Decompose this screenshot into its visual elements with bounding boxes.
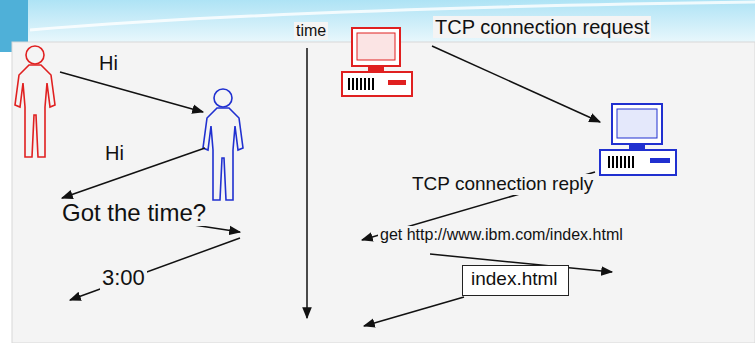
- message-label: 3:00: [100, 266, 147, 290]
- file-name: index.html: [471, 269, 560, 290]
- message-label: Got the time?: [60, 200, 208, 226]
- message-label: TCP connection reply: [410, 174, 595, 195]
- message-arrows: [60, 46, 612, 326]
- axis-label: time: [294, 22, 328, 40]
- red-computer: [342, 28, 412, 96]
- file-box: index.html: [462, 265, 569, 296]
- blue-computer: [600, 104, 676, 175]
- blue-person: [203, 89, 243, 200]
- message-label: TCP connection request: [433, 16, 651, 38]
- red-person: [15, 46, 55, 157]
- slide-panel: [12, 42, 755, 343]
- message-label: Hi: [97, 52, 120, 74]
- message-label: Hi: [103, 142, 126, 164]
- message-label: get http://www.ibm.com/index.html: [378, 226, 625, 244]
